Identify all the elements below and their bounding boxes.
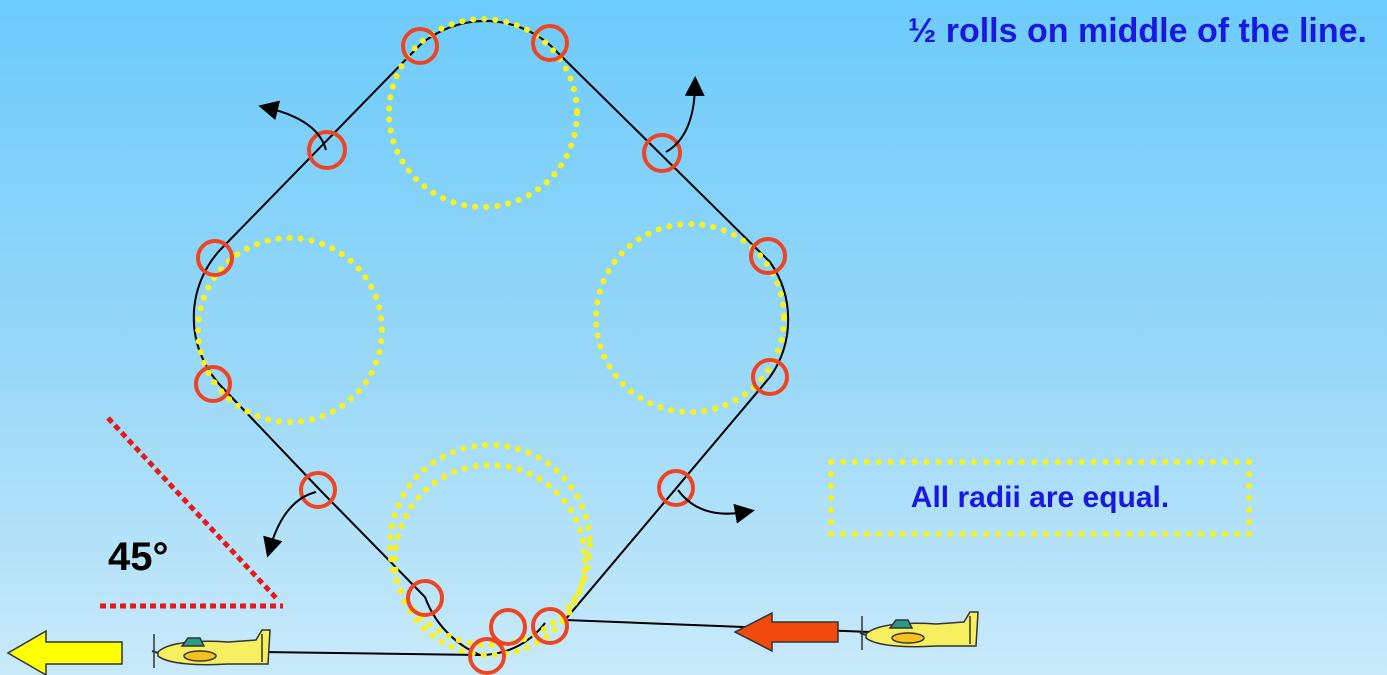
roll-marker: [657, 469, 695, 507]
radius-circles: [195, 16, 787, 658]
radius-circle-left: [195, 235, 385, 425]
radius-circle-bottom-a: [387, 442, 593, 648]
entry-arrow-icon: [733, 611, 839, 653]
roll-marker: [299, 471, 337, 509]
angle-reference: [100, 416, 283, 609]
instruction-heading: ½ rolls on middle of the line.: [907, 12, 1367, 50]
radii-callout-text: All radii are equal.: [910, 481, 1170, 514]
flight-path: [192, 20, 871, 657]
radius-circle-right: [593, 221, 787, 415]
roll-marker: [489, 608, 527, 646]
roll-marker: [749, 237, 787, 275]
radius-circle-bottom-b: [392, 462, 588, 658]
roll-marker: [307, 130, 347, 170]
roll-marker: [194, 365, 232, 403]
exit-arrow-icon: [6, 629, 123, 675]
roll-marker: [401, 27, 439, 65]
airplane-icon: [859, 611, 979, 651]
roll-direction-arrow-icon: [258, 76, 755, 558]
roll-marker: [196, 239, 234, 277]
angle-label: 45°: [108, 535, 169, 579]
radius-circle-top: [386, 16, 580, 210]
roll-markers: [194, 24, 789, 675]
roll-marker: [642, 133, 682, 173]
roll-marker: [531, 607, 569, 645]
roll-marker: [751, 358, 789, 396]
roll-marker: [468, 637, 506, 675]
roll-marker: [406, 579, 444, 617]
roll-marker: [531, 24, 569, 62]
airplane-icon: [151, 629, 271, 669]
radii-callout: All radii are equal.: [828, 459, 1252, 537]
